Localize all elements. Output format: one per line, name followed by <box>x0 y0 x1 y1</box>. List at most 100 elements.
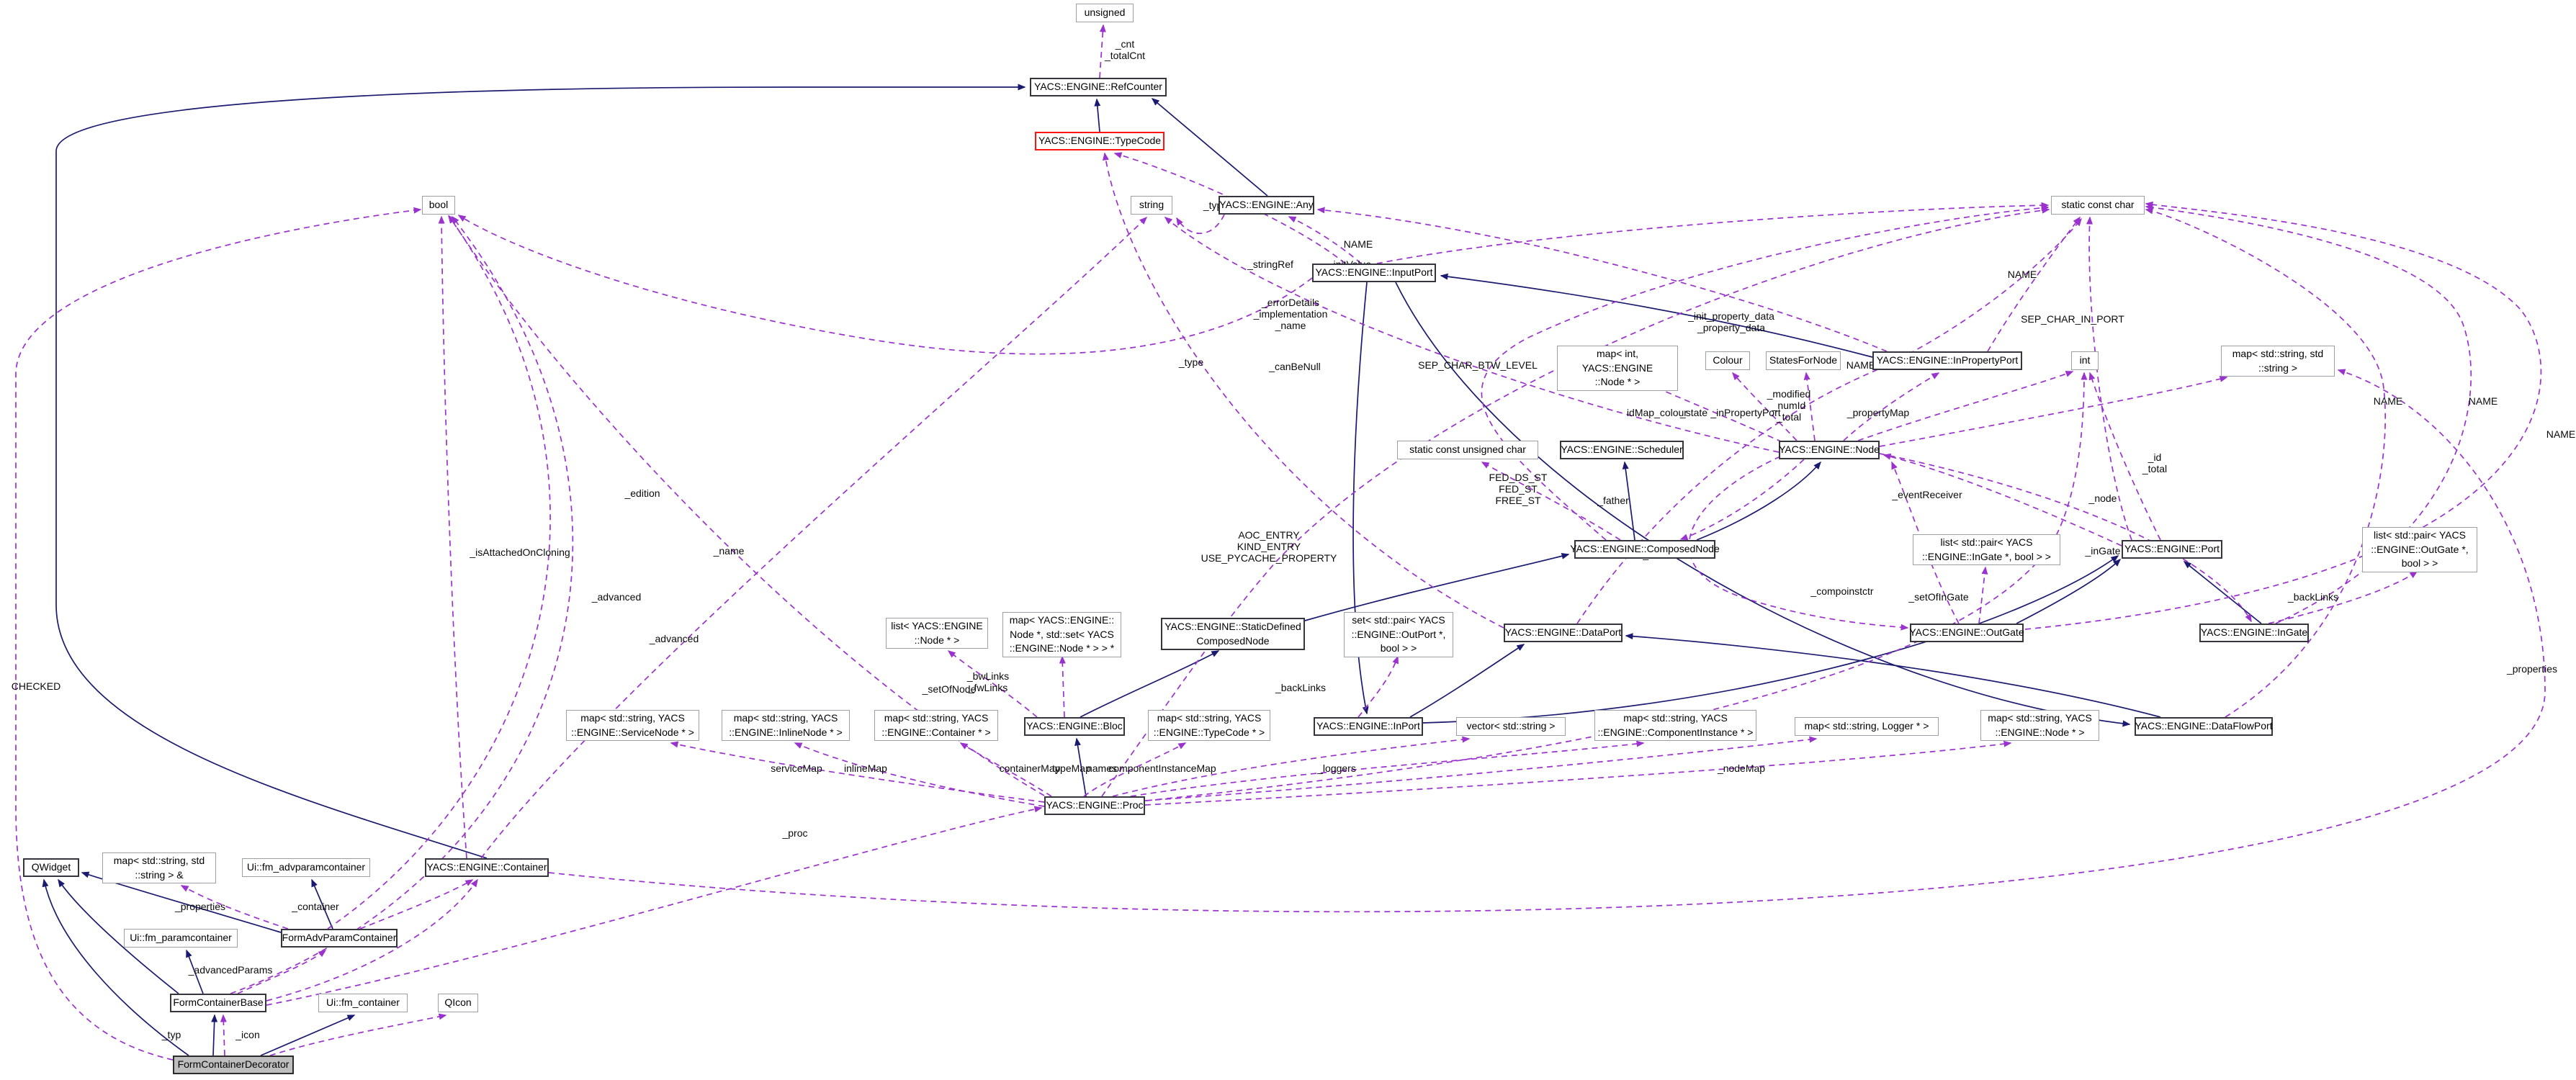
diagram-node-staticdefined[interactable]: YACS::ENGINE::StaticDefined ComposedNode <box>1161 618 1305 651</box>
edge-inputport-staticconstchar <box>1376 202 2050 264</box>
edge-container-refcounter <box>55 84 1026 859</box>
edge-label-formcontainerbase-formadvparam: _advancedParams <box>188 964 273 976</box>
edge-formcontainerbase-formadvparam <box>237 950 327 994</box>
edge-proc-mapcontainer <box>959 742 1052 797</box>
edge-label-inputport-bool: _canBeNull <box>1268 361 1321 372</box>
diagram-node-mapnodeset[interactable]: map< YACS::ENGINE:: Node *, std::set< YA… <box>1002 612 1121 657</box>
edge-label-dataport-staticconstchar: NAME <box>1846 359 1875 371</box>
edge-formcontainerbase-qwidget <box>58 878 179 994</box>
edge-label-node-string: _errorDetails_implementation_name <box>1253 297 1328 331</box>
diagram-node-mapinlinenode[interactable]: map< std::string, YACS ::ENGINE::InlineN… <box>722 710 850 742</box>
edge-proc-vectorstring <box>1112 736 1471 797</box>
edge-label-inpropertyport-staticconstchar: NAME <box>2008 269 2037 280</box>
edge-decorator-uifmcontainer <box>260 1014 356 1056</box>
diagram-node-refcounter[interactable]: YACS::ENGINE::RefCounter <box>1030 78 1167 96</box>
diagram-node-maptypecode[interactable]: map< std::string, YACS ::ENGINE::TypeCod… <box>1148 710 1270 742</box>
diagram-node-decorator[interactable]: FormContainerDecorator <box>173 1056 294 1074</box>
edge-label-proc-mapcontainer: containerMap <box>1000 762 1061 774</box>
diagram-node-mapstringstring[interactable]: map< std::string, std ::string > <box>2221 346 2335 377</box>
diagram-node-scheduler[interactable]: YACS::ENGINE::Scheduler <box>1560 441 1684 459</box>
edge-label-node-mapstringstring: _propertyMap <box>1846 407 1910 418</box>
edge-formadvparam-mapstringref <box>180 885 289 930</box>
diagram-node-inport[interactable]: YACS::ENGINE::InPort <box>1314 717 1423 736</box>
edge-proc-staticconstchar <box>1101 207 2050 797</box>
edge-inport-dataport <box>1409 644 1525 718</box>
diagram-node-listingatebool[interactable]: list< std::pair< YACS ::ENGINE::InGate *… <box>1913 534 2060 566</box>
edge-label-formadvparam-bool: _advanced <box>591 591 642 603</box>
edge-inpropertyport-staticconstchar <box>1987 216 2081 352</box>
diagram-node-formcontainerbase[interactable]: FormContainerBase <box>170 994 266 1012</box>
diagram-node-inpropertyport[interactable]: YACS::ENGINE::InPropertyPort <box>1872 351 2022 370</box>
diagram-node-dataport[interactable]: YACS::ENGINE::DataPort <box>1504 624 1623 642</box>
diagram-node-uifmadvparam[interactable]: Ui::fm_advparamcontainer <box>242 858 370 877</box>
diagram-node-mapcontainer[interactable]: map< std::string, YACS ::ENGINE::Contain… <box>874 710 998 742</box>
diagram-node-mapservicenode[interactable]: map< std::string, YACS ::ENGINE::Service… <box>566 710 699 742</box>
diagram-node-qwidget[interactable]: QWidget <box>23 858 79 877</box>
edge-label-outgate-listingatebool: _setOfInGate <box>1908 591 1968 603</box>
diagram-node-int[interactable]: int <box>2071 351 2099 370</box>
diagram-node-mapintnode[interactable]: map< int, YACS::ENGINE ::Node * > <box>1557 346 1678 391</box>
diagram-node-listoutgatebool[interactable]: list< std::pair< YACS ::ENGINE::OutGate … <box>2362 527 2477 572</box>
diagram-node-any[interactable]: YACS::ENGINE::Any <box>1219 196 1314 215</box>
diagram-node-node[interactable]: YACS::ENGINE::Node <box>1779 441 1880 459</box>
edge-inport-port <box>1422 555 2119 724</box>
diagram-node-container[interactable]: YACS::ENGINE::Container <box>425 858 549 877</box>
edge-ingate-port <box>2183 561 2262 624</box>
diagram-node-staticconstuchar[interactable]: static const unsigned char <box>1397 441 1538 459</box>
edge-container-mapstringstring <box>548 369 2546 913</box>
edge-label-inputport-staticconstchar: NAME <box>1344 238 1373 250</box>
edge-label-node-composednode: _father <box>1597 495 1629 506</box>
diagram-node-inputport[interactable]: YACS::ENGINE::InputPort <box>1312 264 1436 282</box>
diagram-node-maplogger[interactable]: map< std::string, Logger * > <box>1795 717 1939 736</box>
diagram-node-port[interactable]: YACS::ENGINE::Port <box>2122 540 2222 559</box>
diagram-node-typecode[interactable]: YACS::ENGINE::TypeCode <box>1035 132 1164 150</box>
edge-label-proc-maptypecode: typeMap <box>1052 762 1091 774</box>
diagram-node-mapnode2[interactable]: map< std::string, YACS ::ENGINE::Node * … <box>1980 710 2099 742</box>
edge-label-formadvparam-mapstringref: _properties <box>174 901 225 912</box>
diagram-node-colour[interactable]: Colour <box>1705 351 1750 370</box>
diagram-node-mapcomponentinstance[interactable]: map< std::string, YACS ::ENGINE::Compone… <box>1594 710 1756 742</box>
edge-label-decorator-bool: CHECKED <box>12 680 60 692</box>
edge-label-formcontainerbase-bool: _advanced <box>649 633 699 644</box>
diagram-node-uifmparam[interactable]: Ui::fm_paramcontainer <box>124 929 238 948</box>
edge-proc-mapcomponentinstance <box>1130 740 1645 797</box>
edge-decorator-qwidget <box>42 878 189 1056</box>
diagram-node-dataflowport[interactable]: YACS::ENGINE::DataFlowPort <box>2135 717 2273 736</box>
edge-bloc-staticdefined <box>1080 650 1220 718</box>
edge-decorator-formcontainerbase <box>220 1014 227 1056</box>
diagram-node-outgate[interactable]: YACS::ENGINE::OutGate <box>1909 624 2024 642</box>
edge-decorator-formcontainerbase <box>211 1014 218 1056</box>
diagram-node-statesfornode[interactable]: StatesForNode <box>1766 351 1841 370</box>
edge-node-int <box>1857 371 2074 441</box>
diagram-node-bool[interactable]: bool <box>422 196 455 215</box>
edge-label-node-statesfornode: _state <box>1679 407 1707 418</box>
diagram-node-ingate[interactable]: YACS::ENGINE::InGate <box>2199 624 2309 642</box>
diagram-node-setoutportbool[interactable]: set< std::pair< YACS ::ENGINE::OutPort *… <box>1344 612 1453 657</box>
edge-node-colour <box>1732 372 1798 441</box>
edge-label-decorator-qicon: _icon <box>235 1029 259 1040</box>
diagram-node-bloc[interactable]: YACS::ENGINE::Bloc <box>1024 717 1125 736</box>
edge-decorator-qicon <box>269 1013 447 1056</box>
diagram-node-vectorstring[interactable]: vector< std::string > <box>1456 717 1566 736</box>
edge-node-ingate <box>1879 453 2252 623</box>
diagram-node-proc[interactable]: YACS::ENGINE::Proc <box>1044 796 1145 815</box>
diagram-node-string[interactable]: string <box>1131 196 1172 215</box>
diagram-node-composednode[interactable]: YACS::ENGINE::ComposedNode <box>1570 540 1720 559</box>
edge-label-proc-mapcomponentinstance: componentInstanceMap <box>1108 762 1216 774</box>
edge-composednode-scheduler <box>1622 461 1635 541</box>
diagram-node-mapstringref[interactable]: map< std::string, std ::string > & <box>102 852 216 884</box>
edge-ingate-listoutgatebool <box>2268 571 2418 624</box>
diagram-node-unsigned[interactable]: unsigned <box>1076 4 1134 22</box>
edge-inport-setoutportbool <box>1357 655 1399 718</box>
edge-dataport-typecode <box>1103 152 1504 629</box>
edge-label-proc-maplogger: _loggers <box>1316 762 1356 774</box>
diagram-node-qicon[interactable]: QIcon <box>438 994 478 1012</box>
diagram-node-staticconstchar[interactable]: static const char <box>2051 196 2145 215</box>
diagram-node-uifmcontainer[interactable]: Ui::fm_container <box>318 994 408 1012</box>
edge-container-string <box>480 216 1148 859</box>
edge-label-refcounter-unsigned: _cnt_totalCnt <box>1104 38 1145 61</box>
diagram-node-formadvparam[interactable]: FormAdvParamContainer <box>281 929 398 948</box>
diagram-node-listnode[interactable]: list< YACS::ENGINE ::Node * > <box>886 618 988 649</box>
